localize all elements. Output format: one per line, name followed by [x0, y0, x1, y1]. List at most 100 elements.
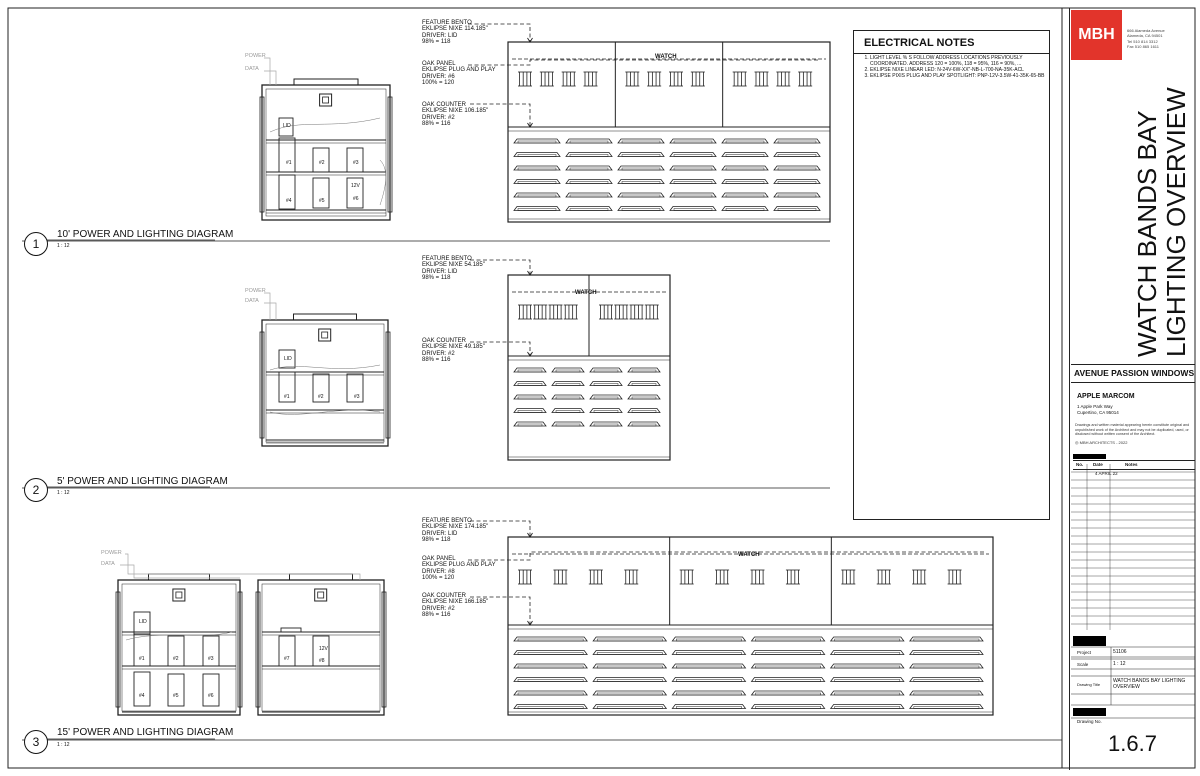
leader-3a [470, 520, 531, 537]
elevation-10ft-shelf [517, 167, 557, 171]
client-address-1: 1 Apple Park Way [1077, 404, 1113, 409]
power-line-1 [264, 57, 271, 85]
plan-15ft-b [381, 591, 387, 708]
elevation-10ft-shelf [777, 181, 817, 184]
diagram-title-1: 10' POWER AND LIGHTING DIAGRAM [57, 229, 234, 240]
rev-col-no: No. [1076, 462, 1084, 467]
leader-arrow-5 [527, 620, 533, 626]
plan-5ft [321, 331, 329, 339]
power-label-2: POWER [245, 288, 266, 294]
elevation-10ft-shelf [673, 194, 713, 198]
elevation-10ft-shelf [777, 208, 817, 211]
scale-value: 1 : 12 [1113, 661, 1126, 667]
plan-15ft-b [314, 588, 328, 602]
elevation-15ft-shelf [676, 638, 742, 642]
diagram-scale-1: 1 : 12 [57, 243, 70, 249]
driver-box-2 [312, 373, 330, 403]
plan-15ft-a [115, 591, 121, 708]
driver-box-3a [167, 635, 185, 667]
leader-arrow-2 [527, 270, 533, 276]
project-value: 51106 [1113, 649, 1127, 655]
lid-label-3: LID [139, 619, 147, 625]
driver-box-3a [133, 633, 151, 667]
electrical-note-2: EKLIPSE NIXE LINEAR LED: N-24V-6W-XX"-NB… [870, 67, 1048, 73]
diagram-scale-3: 1 : 12 [57, 742, 70, 748]
revisions-marker [1073, 454, 1106, 459]
watch-logo-2: WATCH [575, 290, 597, 296]
driver-box-3a [133, 671, 151, 707]
diagram-number-1: 1 [24, 232, 48, 256]
elevation-5ft-shelf [593, 423, 619, 427]
plan-5ft [293, 313, 357, 321]
cell-3-7: #7 [284, 656, 290, 662]
elevation-10ft-shelf [569, 181, 609, 184]
leader-1b [468, 59, 820, 66]
elevation-10ft-shelf [621, 181, 661, 184]
leader-3b [468, 551, 985, 561]
drawing-title-label: Drawing Title [1077, 682, 1101, 687]
elevation-10ft-shelf [673, 154, 713, 157]
elevation-15ft-shelf [676, 679, 742, 682]
elevation-10ft-shelf [673, 181, 713, 184]
data-line-1 [264, 70, 277, 85]
driver-box-3b [280, 627, 302, 633]
elevation-15ft-shelf [755, 665, 821, 669]
firm-address-line-1: 666 Alameda Avenue [1127, 28, 1165, 33]
cell-3-2: #2 [173, 656, 179, 662]
driver-box-2 [278, 371, 296, 403]
elevation-15ft-shelf [913, 665, 980, 669]
elevation-10ft-shelf [725, 140, 765, 144]
data-line-3 [120, 564, 240, 579]
elevation-15ft-shelf [834, 652, 901, 655]
plan-10ft [265, 88, 387, 217]
driver-box-1 [278, 117, 294, 137]
drawing-number: 1.6.7 [1108, 731, 1157, 756]
plan-10ft [387, 96, 393, 213]
driver-box-3b [312, 635, 330, 667]
lid-label-1: LID [283, 123, 291, 129]
plan-15ft-b [255, 591, 261, 708]
plan-10ft [261, 84, 391, 221]
data-label-3: DATA [101, 561, 115, 567]
project-name: AVENUE PASSION WINDOWS [1074, 368, 1195, 378]
callout-oak-panel-3: OAK PANEL EKLIPSE PLUG AND PLAY DRIVER: … [422, 556, 496, 581]
driver-box-3a [202, 635, 220, 667]
elevation-5ft-shelf [517, 423, 543, 427]
elevation-5ft-shelf [555, 410, 581, 413]
callout-oak-counter-3: OAK COUNTER EKLIPSE NIXE 166.185" DRIVER… [422, 593, 489, 618]
sheet-border [7, 7, 1196, 769]
power-line-3 [125, 553, 361, 580]
leader-1a [468, 23, 531, 42]
firm-address-line-4: Fax 510 865 1611 [1127, 44, 1159, 50]
elevation-5ft-shelf [517, 396, 543, 400]
label-12v-1: 12V [351, 183, 360, 189]
plan-15ft-a [237, 591, 243, 708]
cell-3-6: #6 [208, 693, 214, 699]
elevation-5ft-shelf [555, 369, 581, 373]
elevation-10ft-shelf [517, 194, 557, 198]
elevation-10ft-shelf [777, 154, 817, 157]
elevation-10ft-shelf [621, 167, 661, 171]
plan-15ft-b [289, 573, 353, 581]
diagram-title-3: 15' POWER AND LIGHTING DIAGRAM [57, 727, 234, 738]
client-name: APPLE MARCOM [1077, 393, 1135, 400]
elevation-10ft-shelf [517, 154, 557, 157]
driver-box-1 [312, 177, 330, 209]
cable-2 [269, 409, 381, 415]
leader-2a [470, 259, 531, 275]
copyright-icon: ◎ [1075, 440, 1079, 445]
driver-box-3a [202, 673, 220, 707]
driver-box-3b [278, 635, 296, 667]
plan-15ft-b [261, 583, 381, 712]
callout-oak-counter-2: OAK COUNTER EKLIPSE NIXE 49.185" DRIVER:… [422, 338, 485, 363]
cell-2-2: #2 [318, 394, 324, 400]
elevation-15ft-shelf [834, 665, 901, 669]
cell-3-5: #5 [173, 693, 179, 699]
plan-5ft [385, 331, 391, 439]
elevation-10ft-shelf [725, 208, 765, 211]
plan-15ft-a [175, 591, 183, 599]
copyright-text: Drawings and written material appearing … [1075, 423, 1190, 437]
cell-3-3: #3 [208, 656, 214, 662]
leader-1c [470, 103, 531, 127]
elevation-15ft-shelf [517, 665, 584, 669]
